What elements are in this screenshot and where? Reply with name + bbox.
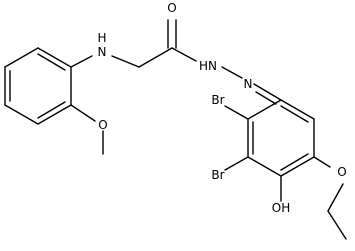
- bond: [224, 156, 249, 171]
- bond: [313, 156, 331, 168]
- atom-label-carbonyl-oxygen: O: [167, 1, 176, 15]
- bond: [253, 83, 282, 101]
- bond: [70, 55, 93, 68]
- bond: [37, 53, 66, 71]
- bond: [111, 55, 140, 68]
- atom-label-hydrazide-nh: HN: [199, 59, 217, 73]
- bond: [138, 47, 173, 68]
- bond: [37, 104, 72, 125]
- bond: [37, 47, 72, 68]
- bond: [327, 183, 344, 212]
- atom-label-imine-n: N: [244, 77, 253, 91]
- bond: [255, 91, 277, 105]
- bond: [4, 47, 39, 68]
- bond: [280, 153, 309, 171]
- bond: [247, 99, 282, 120]
- bond: [70, 104, 96, 122]
- bond: [171, 47, 197, 62]
- bond-lines: [4, 19, 347, 240]
- bond: [280, 105, 309, 123]
- bond: [280, 156, 315, 177]
- atom-label-bromine-upper: Br: [211, 93, 224, 107]
- atom-label-aniline-nh: H: [97, 31, 106, 45]
- bond: [224, 105, 249, 120]
- bond: [4, 104, 39, 125]
- bond: [221, 66, 243, 79]
- atom-label-methoxy-oxygen: O: [98, 118, 107, 132]
- atom-label-hydroxyl: OH: [272, 201, 290, 215]
- atom-label-aniline-n: N: [98, 45, 107, 59]
- bond: [327, 210, 347, 240]
- bond: [37, 101, 66, 119]
- atom-label-bromine-lower: Br: [211, 168, 224, 182]
- bond: [280, 99, 315, 120]
- atom-label-ethoxy-oxygen: O: [337, 165, 346, 179]
- atom-labels: O H N HN N O Br Br OH O: [97, 1, 346, 215]
- bond: [247, 156, 282, 177]
